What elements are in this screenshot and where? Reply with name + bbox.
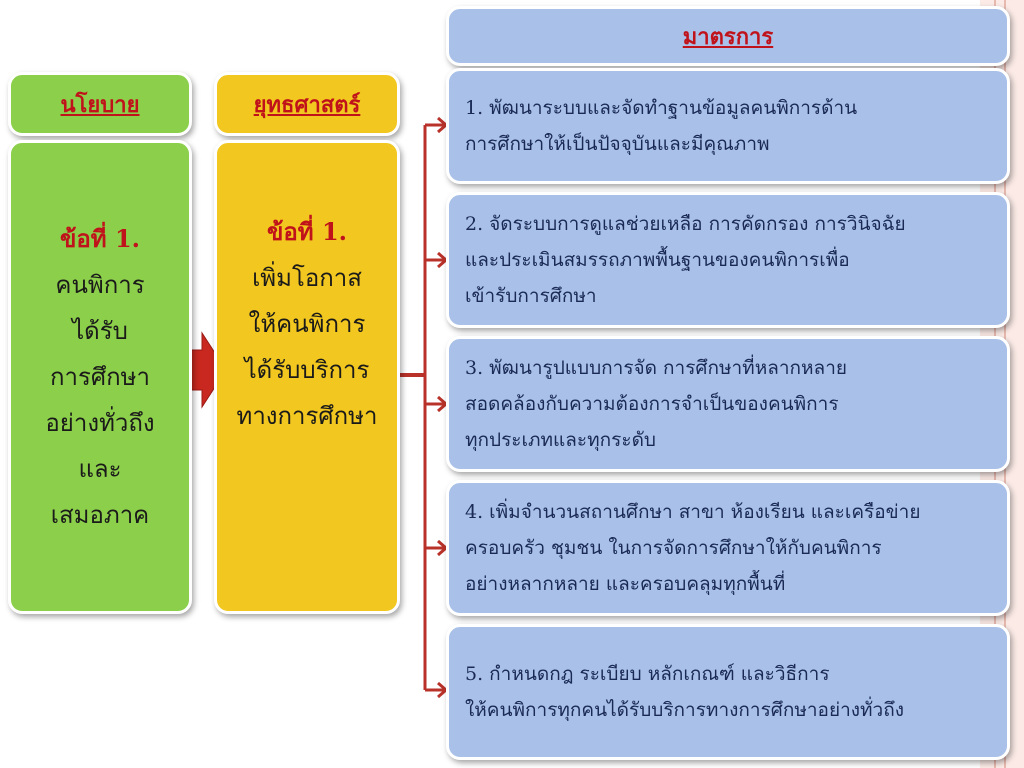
- measure-line: สอดคล้องกับความต้องการจำเป็นของคนพิการ: [465, 393, 839, 415]
- strategy-header-label: ยุทธศาสตร์: [253, 91, 361, 118]
- strategy-line: ให้คนพิการ: [248, 310, 366, 338]
- policy-line: อย่างทั่วถึง: [45, 409, 155, 437]
- measure-line: 3. พัฒนารูปแบบการจัด การศึกษาที่หลากหลาย: [465, 357, 848, 379]
- policy-line: ได้รับ: [72, 317, 128, 345]
- measure-line: ทุกประเภทและทุกระดับ: [465, 429, 656, 451]
- strategy-line: ทางการศึกษา: [236, 402, 378, 430]
- policy-lead: ข้อที่ 1.: [59, 224, 141, 253]
- measure-line: และประเมินสมรรถภาพพื้นฐานของคนพิการเพื่อ: [465, 249, 850, 271]
- policy-line: และ: [78, 455, 122, 483]
- measure-item-3: 3. พัฒนารูปแบบการจัด การศึกษาที่หลากหลาย…: [446, 336, 1010, 472]
- measure-line: 5. กำหนดกฎ ระเบียบ หลักเกณฑ์ และวิธีการ: [465, 663, 830, 685]
- policy-line: คนพิการ: [55, 271, 145, 299]
- measure-line: เข้ารับการศึกษา: [465, 285, 597, 307]
- strategy-line: ได้รับบริการ: [244, 356, 370, 384]
- measures-header-label: มาตรการ: [682, 23, 774, 50]
- measure-line: 1. พัฒนาระบบและจัดทำฐานข้อมูลคนพิการด้าน: [465, 97, 858, 119]
- strategy-body: ข้อที่ 1. เพิ่มโอกาส ให้คนพิการ ได้รับบร…: [214, 140, 400, 614]
- measures-header: มาตรการ: [446, 6, 1010, 66]
- measure-line: การศึกษาให้เป็นปัจจุบันและมีคุณภาพ: [465, 133, 770, 155]
- policy-line: เสมอภาค: [50, 501, 150, 529]
- measure-item-2: 2. จัดระบบการดูแลช่วยเหลือ การคัดกรอง กา…: [446, 192, 1010, 328]
- policy-header-label: นโยบาย: [60, 91, 140, 118]
- measure-item-4: 4. เพิ่มจำนวนสถานศึกษา สาขา ห้องเรียน แล…: [446, 480, 1010, 616]
- strategy-line: เพิ่มโอกาส: [252, 264, 362, 292]
- measure-line: ให้คนพิการทุกคนได้รับบริการทางการศึกษาอย…: [465, 699, 905, 721]
- measure-item-5: 5. กำหนดกฎ ระเบียบ หลักเกณฑ์ และวิธีการ …: [446, 624, 1010, 760]
- policy-body: ข้อที่ 1. คนพิการ ได้รับ การศึกษา อย่างท…: [8, 140, 192, 614]
- policy-header: นโยบาย: [8, 72, 192, 136]
- policy-line: การศึกษา: [50, 363, 150, 391]
- measure-item-1: 1. พัฒนาระบบและจัดทำฐานข้อมูลคนพิการด้าน…: [446, 68, 1010, 184]
- strategy-lead: ข้อที่ 1.: [266, 217, 348, 246]
- measure-line: 2. จัดระบบการดูแลช่วยเหลือ การคัดกรอง กา…: [465, 213, 906, 235]
- strategy-header: ยุทธศาสตร์: [214, 72, 400, 136]
- measure-line: อย่างหลากหลาย และครอบคลุมทุกพื้นที่: [465, 573, 786, 595]
- measure-line: ครอบครัว ชุมชน ในการจัดการศึกษาให้กับคนพ…: [465, 537, 882, 559]
- measure-line: 4. เพิ่มจำนวนสถานศึกษา สาขา ห้องเรียน แล…: [465, 501, 921, 523]
